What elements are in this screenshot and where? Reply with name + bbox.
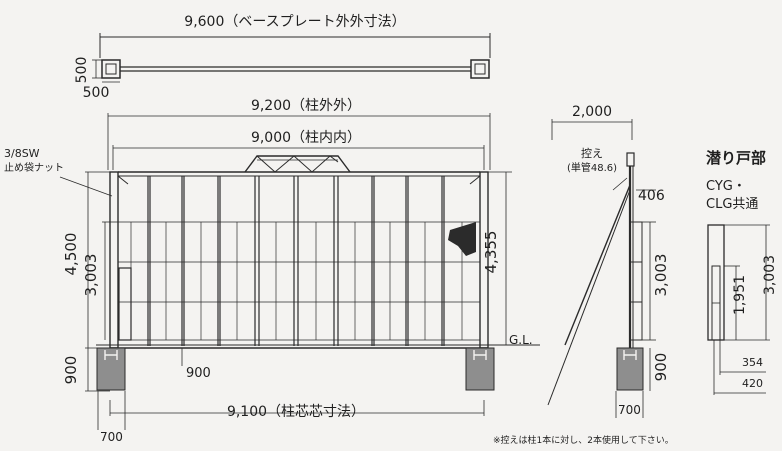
wicket-dim-354: 354 (742, 356, 763, 369)
panel-grid (118, 221, 480, 341)
cutaway-mark (448, 222, 476, 256)
side-foundation-depth-dim: 900 (652, 353, 670, 382)
brace-pipe-back (547, 189, 631, 406)
brace-pipe (564, 184, 631, 346)
wicket-door-height-dim: 1,951 (732, 275, 748, 315)
wicket-subtitle-line2: CLG共通 (706, 197, 758, 212)
wicket-detail (707, 224, 770, 395)
overall-base-plate-dim: 9,600（ベースプレート外外寸法） (184, 14, 405, 30)
side-foundation-width-dim: 700 (618, 403, 641, 417)
foundation-depth-dim: 900 (62, 356, 80, 385)
wicket-dim-420: 420 (742, 377, 763, 390)
plan-view (92, 33, 491, 83)
bay-width-dim: 900 (186, 366, 211, 381)
washer-note-line2: 止め袋ナット (4, 161, 64, 174)
footnote: ※控えは柱1本に対し、2本使用して下さい。 (493, 434, 674, 446)
pillar-outside-dim: 9,200（柱外外） (251, 98, 361, 114)
wicket-panel-height-dim: 3,003 (762, 255, 778, 295)
side-panel-height-dim: 3,003 (652, 254, 670, 297)
base-plate-right (470, 59, 490, 79)
foundation-width-dim: 700 (100, 430, 123, 444)
ground-line-label: G.L. (509, 333, 533, 347)
wicket-door (118, 267, 132, 341)
panel-height-dim: 3,003 (82, 254, 100, 297)
pillar-inside-dim: 9,000（柱内内） (251, 130, 361, 146)
top-truss (244, 155, 351, 173)
pillar-left (109, 171, 119, 349)
base-plate-left (101, 59, 121, 79)
brace-label-line1: 控え (581, 146, 603, 160)
brace-span-dim: 2,000 (572, 104, 612, 120)
wicket-title: 潜り戸部 (706, 149, 766, 167)
vertical-frames (147, 176, 445, 346)
wicket-subtitle-line1: CYG・ (706, 179, 746, 194)
pillar-center-dim: 9,100（柱芯芯寸法） (227, 404, 365, 420)
base-width-dim: 500 (83, 85, 110, 101)
top-offset-dim: 406 (638, 188, 665, 204)
brace-label-line2: (単管48.6) (567, 161, 617, 174)
side-view (547, 119, 656, 418)
foundation-blocks (96, 347, 495, 391)
pillar-height-dim: 4,355 (482, 231, 500, 274)
washer-note-line1: 3/8SW (4, 147, 40, 160)
total-height-dim: 4,500 (62, 233, 80, 276)
base-depth-dim: 500 (74, 57, 90, 84)
